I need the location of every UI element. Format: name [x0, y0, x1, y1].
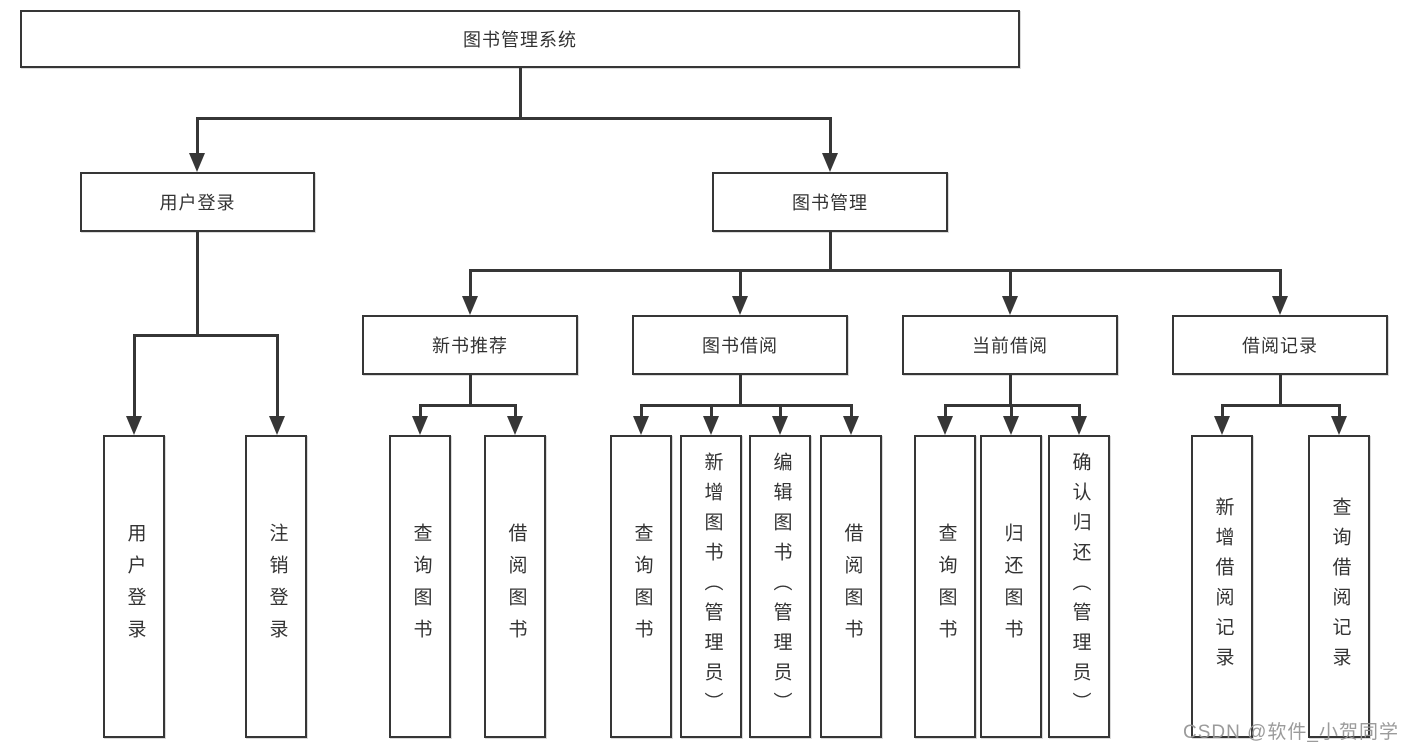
connector-line — [419, 404, 517, 407]
leaf-query-borrow-record-label: 查询借阅记录 — [1329, 496, 1351, 677]
node-root-label: 图书管理系统 — [463, 30, 577, 50]
node-root: 图书管理系统 — [20, 10, 1020, 68]
node-new-book-recommend: 新书推荐 — [362, 315, 578, 375]
leaf-user-login-label: 用户登录 — [124, 522, 146, 651]
connector-line — [829, 230, 832, 271]
arrowhead-down-icon — [269, 416, 285, 435]
node-book-management-label: 图书管理 — [792, 193, 868, 213]
connector-line — [196, 230, 199, 336]
connector-line — [469, 373, 472, 406]
leaf-recommend-borrow-books-label: 借阅图书 — [505, 522, 527, 651]
leaf-current-query-books-label: 查询图书 — [935, 522, 957, 651]
leaf-borrow-query-books-label: 查询图书 — [631, 522, 653, 651]
leaf-add-borrow-record-label: 新增借阅记录 — [1212, 496, 1234, 677]
node-current-borrow-label: 当前借阅 — [972, 336, 1048, 356]
connector-line — [1009, 373, 1012, 406]
node-borrow-records: 借阅记录 — [1172, 315, 1388, 375]
connector-line — [1279, 269, 1282, 298]
arrowhead-down-icon — [1071, 416, 1087, 435]
connector-line — [1078, 404, 1081, 418]
connector-line — [710, 404, 713, 418]
leaf-return-books-label: 归还图书 — [1001, 522, 1023, 651]
csdn-watermark: CSDN @软件_小贺同学 — [1183, 722, 1399, 743]
leaf-confirm-return-admin-label: 确认归还（管理员） — [1069, 451, 1091, 722]
leaf-borrow-books: 借阅图书 — [820, 435, 882, 738]
leaf-add-books-admin-label: 新增图书（管理员） — [701, 451, 723, 722]
arrowhead-down-icon — [1214, 416, 1230, 435]
arrowhead-down-icon — [843, 416, 859, 435]
arrowhead-down-icon — [412, 416, 428, 435]
node-book-borrow-label: 图书借阅 — [702, 336, 778, 356]
arrowhead-down-icon — [1331, 416, 1347, 435]
leaf-logout: 注销登录 — [245, 435, 307, 738]
leaf-borrow-books-label: 借阅图书 — [841, 522, 863, 651]
leaf-add-books-admin: 新增图书（管理员） — [680, 435, 742, 738]
connector-line — [133, 334, 278, 337]
node-user-login: 用户登录 — [80, 172, 315, 232]
connector-line — [514, 404, 517, 418]
leaf-recommend-query-books-label: 查询图书 — [410, 522, 432, 651]
node-user-login-label: 用户登录 — [159, 193, 236, 213]
arrowhead-down-icon — [1272, 296, 1288, 315]
connector-line — [829, 117, 832, 155]
connector-line — [1338, 404, 1341, 418]
connector-line — [1221, 404, 1340, 407]
leaf-return-books: 归还图书 — [980, 435, 1042, 738]
leaf-edit-books-admin-label: 编辑图书（管理员） — [770, 451, 792, 722]
arrowhead-down-icon — [126, 416, 142, 435]
leaf-user-login: 用户登录 — [103, 435, 165, 738]
connector-line — [640, 404, 643, 418]
connector-line — [850, 404, 853, 418]
node-current-borrow: 当前借阅 — [902, 315, 1118, 375]
leaf-logout-label: 注销登录 — [266, 522, 288, 651]
arrowhead-down-icon — [507, 416, 523, 435]
leaf-current-query-books: 查询图书 — [914, 435, 976, 738]
arrowhead-down-icon — [937, 416, 953, 435]
leaf-recommend-query-books: 查询图书 — [389, 435, 451, 738]
node-book-management: 图书管理 — [712, 172, 948, 232]
arrowhead-down-icon — [822, 153, 838, 172]
connector-line — [196, 117, 832, 120]
arrowhead-down-icon — [462, 296, 478, 315]
connector-line — [419, 404, 422, 418]
leaf-query-borrow-record: 查询借阅记录 — [1308, 435, 1370, 738]
arrowhead-down-icon — [1003, 416, 1019, 435]
connector-line — [1010, 404, 1013, 418]
arrowhead-down-icon — [703, 416, 719, 435]
leaf-borrow-query-books: 查询图书 — [610, 435, 672, 738]
leaf-confirm-return-admin: 确认归还（管理员） — [1048, 435, 1110, 738]
node-borrow-records-label: 借阅记录 — [1242, 336, 1318, 356]
connector-line — [640, 404, 852, 407]
leaf-recommend-borrow-books: 借阅图书 — [484, 435, 546, 738]
connector-line — [1009, 269, 1012, 298]
connector-line — [739, 373, 742, 406]
arrowhead-down-icon — [772, 416, 788, 435]
connector-line — [133, 334, 136, 418]
connector-line — [944, 404, 947, 418]
node-new-book-recommend-label: 新书推荐 — [432, 336, 508, 356]
connector-line — [276, 334, 279, 418]
node-book-borrow: 图书借阅 — [632, 315, 848, 375]
arrowhead-down-icon — [189, 153, 205, 172]
connector-line — [1279, 373, 1282, 406]
arrowhead-down-icon — [1002, 296, 1018, 315]
connector-line — [1221, 404, 1224, 418]
arrowhead-down-icon — [633, 416, 649, 435]
connector-line — [739, 269, 742, 298]
connector-line — [196, 117, 199, 155]
connector-line — [469, 269, 1281, 272]
arrowhead-down-icon — [732, 296, 748, 315]
leaf-add-borrow-record: 新增借阅记录 — [1191, 435, 1253, 738]
connector-line — [469, 269, 472, 298]
leaf-edit-books-admin: 编辑图书（管理员） — [749, 435, 811, 738]
connector-line — [779, 404, 782, 418]
connector-line — [519, 66, 522, 119]
